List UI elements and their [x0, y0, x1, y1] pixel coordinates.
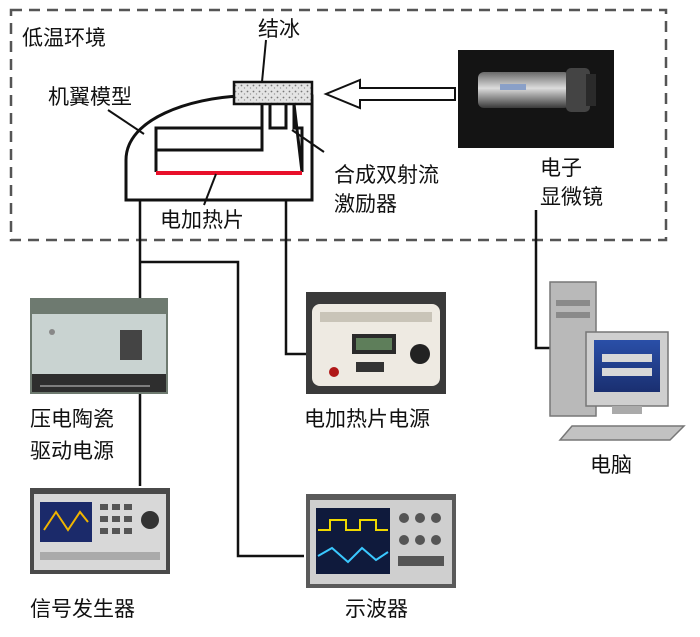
- wing-label: 机翼模型: [48, 85, 132, 109]
- wing-leader-line: [107, 109, 145, 135]
- jet-actuator-inner: [156, 128, 264, 152]
- heater-power-label: 电加热片电源: [304, 407, 430, 431]
- heater-power-icon: [306, 292, 446, 394]
- microscope-icon: [458, 50, 614, 148]
- microscope-label-line2: 显微镜: [540, 185, 603, 209]
- ice-label: 结冰: [258, 17, 300, 41]
- wing-model: [124, 94, 314, 202]
- observation-arrow: [323, 78, 456, 110]
- env-label: 低温环境: [22, 26, 106, 50]
- jet-actuator: [154, 103, 304, 173]
- signal-generator-label: 信号发生器: [30, 597, 135, 621]
- piezo-label-line1: 压电陶瓷: [30, 407, 114, 431]
- jet-leader-line: [291, 129, 325, 153]
- low-temp-environment-border: [9, 8, 668, 242]
- heater-strip: [156, 171, 302, 175]
- ice-block: [232, 80, 314, 106]
- piezo-driver-icon: [30, 298, 168, 394]
- piezo-label-line2: 驱动电源: [30, 439, 114, 463]
- oscilloscope-icon: [306, 494, 456, 588]
- ice-leader-line: [261, 39, 267, 83]
- microscope-label-line1: 电子: [540, 156, 582, 180]
- computer-icon: [549, 281, 686, 441]
- signal-generator-icon: [30, 488, 170, 574]
- heater-label: 电加热片: [160, 208, 244, 232]
- jet-label-line1: 合成双射流: [334, 163, 439, 187]
- jet-label-line2: 激励器: [334, 192, 397, 216]
- heater-leader-line: [203, 173, 217, 206]
- oscilloscope-label: 示波器: [345, 597, 408, 621]
- computer-label: 电脑: [590, 453, 632, 477]
